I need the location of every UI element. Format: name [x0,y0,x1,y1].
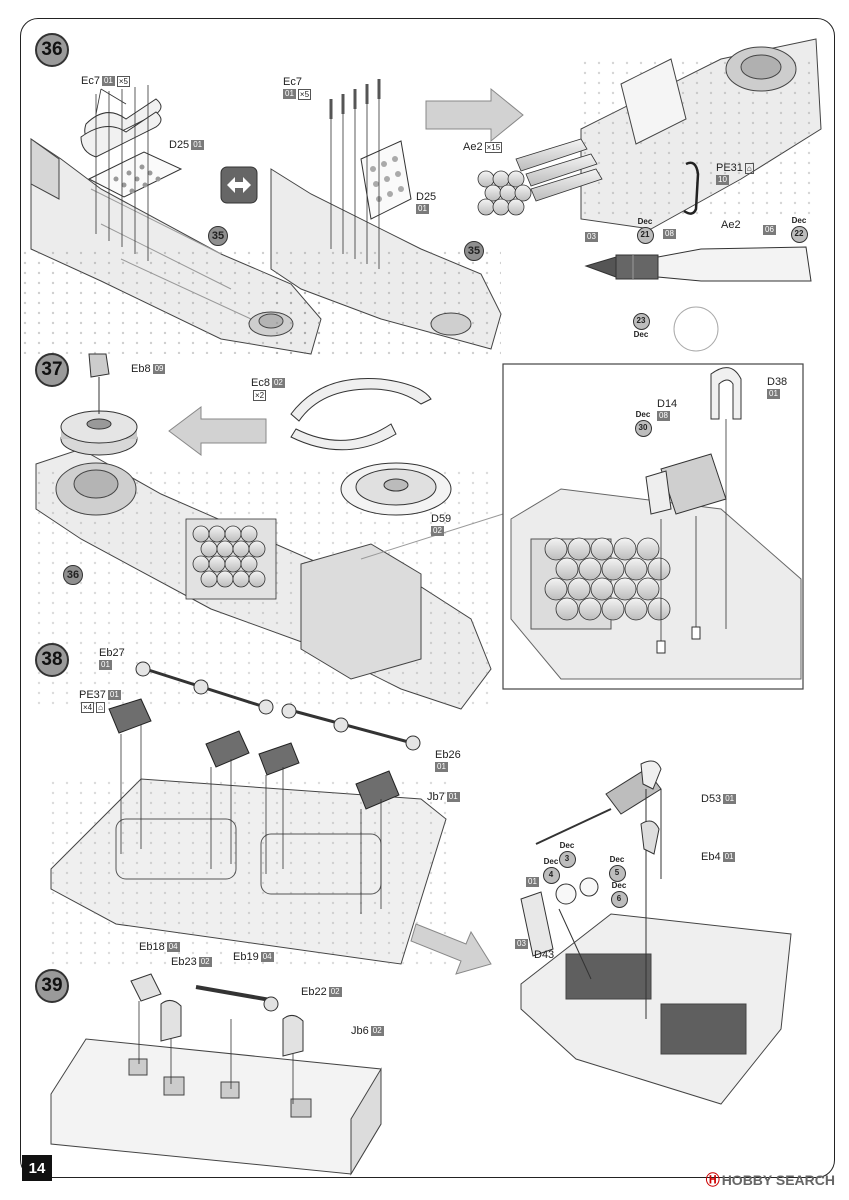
ammo-bundle [477,138,603,216]
label-ae2-bundle: Ae2×15 [463,141,503,153]
assembly-drawings [21,38,822,1176]
shell-diagram [584,246,812,282]
color-06-shell: 06 [763,225,776,235]
step-number-39: 39 [35,969,69,1003]
pe37-plates [108,698,400,810]
color-08-shell: 08 [663,229,676,239]
d53-shock [535,760,662,1019]
decal-circle [673,306,719,352]
step36-hull-left [21,138,322,355]
step37-ammo-rack [185,518,277,600]
step36-hull-right [580,38,822,230]
watermark-logo-icon: Ⓗ [705,1172,720,1188]
step36-d25-middle [360,140,412,220]
step38-floor [50,778,451,969]
step39-plate [50,1038,382,1176]
color-01-d43: 01 [526,877,539,887]
inset-detail [502,363,804,690]
step-number-38: 38 [35,643,69,677]
step38-result [520,913,792,1105]
step-number-36: 36 [35,33,69,67]
arrow-left-icon [168,406,267,456]
ec8-rings [290,377,432,451]
page-number: 14 [22,1155,52,1181]
label-pe31: PE31⌂10 [716,162,754,186]
color-03-shell: 03 [585,232,598,242]
swap-icon [220,166,258,204]
d59-disc [340,462,452,516]
ref-step-36: 36 [63,565,83,585]
torsion-bars [135,661,421,751]
label-d43: D43 [534,949,555,961]
pe31-strap [683,161,700,215]
step36-ec7-left [80,98,162,158]
step-number-37: 37 [35,353,69,387]
d43-bracket [520,877,599,980]
label-ae2-shell: Ae2 [721,219,741,231]
color-03-d43: 03 [515,939,528,949]
arrow-down-right-icon [410,923,492,975]
turntable-part [60,353,138,456]
step39-brackets [130,973,304,1057]
ref-step-35-middle: 35 [464,241,484,261]
arrow-right-icon [425,87,524,143]
step36-hull-middle [270,168,502,359]
ref-step-35-left: 35 [208,226,228,246]
